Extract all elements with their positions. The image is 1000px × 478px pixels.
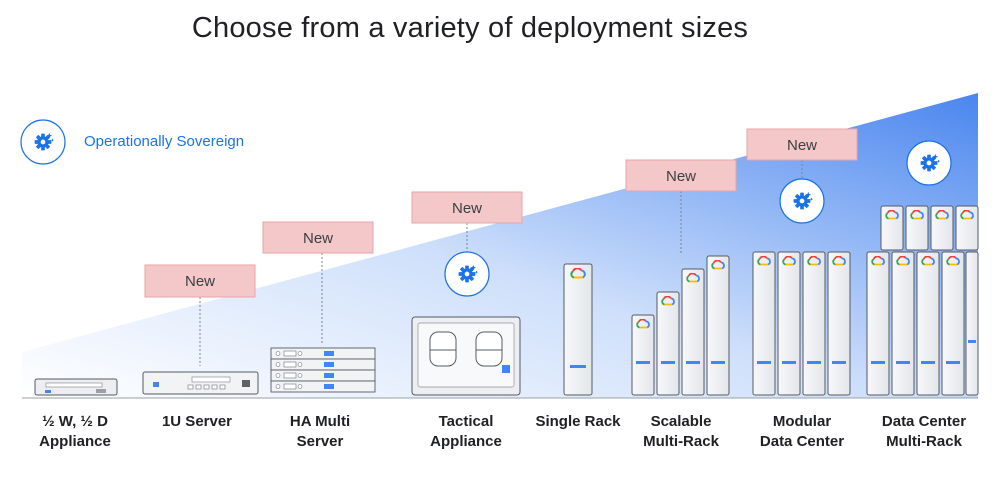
label-ha-multi-server: HA Multi Server [245,412,395,452]
label-line: Multi-Rack [643,433,719,450]
label-line: Appliance [39,433,111,450]
label-line: Data Center [881,413,967,430]
1u-server-device [142,371,259,395]
new-badge-modular: New [746,128,858,161]
half-appliance-device [34,378,118,396]
label-line: Multi-Rack [886,433,962,450]
legend-gear-icon [20,119,66,165]
page-title: Choose from a variety of deployment size… [191,12,749,44]
single-rack-device [563,263,593,396]
scalable-multi-rack-device [631,255,730,396]
new-badge-label: New [303,230,333,247]
label-half-appliance: ½ W, ½ D Appliance [0,412,150,452]
label-line: Scalable [650,413,712,430]
data-center-multi-rack-device [866,205,979,396]
modular-data-center-device [752,251,851,396]
tactical-appliance-device [411,316,521,396]
label-line: ½ W, ½ D [42,413,108,430]
label-tactical-appliance: Tactical Appliance [391,412,541,452]
label-line: Modular [772,413,832,430]
label-modular-data-center: Modular Data Center [727,412,877,452]
capacity-ramp [22,93,978,398]
label-1u-server: 1U Server [122,412,272,432]
tactical-sovereign-gear-icon [444,251,490,297]
new-badge-label: New [452,200,482,217]
new-badge-tactical: New [411,191,523,224]
new-badge-label: New [787,137,817,154]
label-data-center-multi-rack: Data Center Multi-Rack [849,412,999,452]
label-single-rack: Single Rack [503,412,653,432]
label-line: HA Multi [289,413,351,430]
new-badge-1u: New [144,264,256,298]
label-line: Single Rack [535,413,621,430]
new-badge-label: New [185,273,215,290]
ha-multi-server-device [270,347,376,393]
label-line: Data Center [759,433,845,450]
label-line: Appliance [430,433,502,450]
new-badge-label: New [666,168,696,185]
modular-sovereign-gear-icon [779,178,825,224]
new-badge-scalable: New [625,159,737,192]
label-line: 1U Server [161,413,233,430]
label-line: Tactical [438,413,494,430]
label-line: Server [296,433,344,450]
legend-label: Operationally Sovereign [84,133,245,150]
new-badge-ha: New [262,221,374,254]
label-scalable-multi-rack: Scalable Multi-Rack [606,412,756,452]
dc-multi-rack-sovereign-gear-icon [906,140,952,186]
